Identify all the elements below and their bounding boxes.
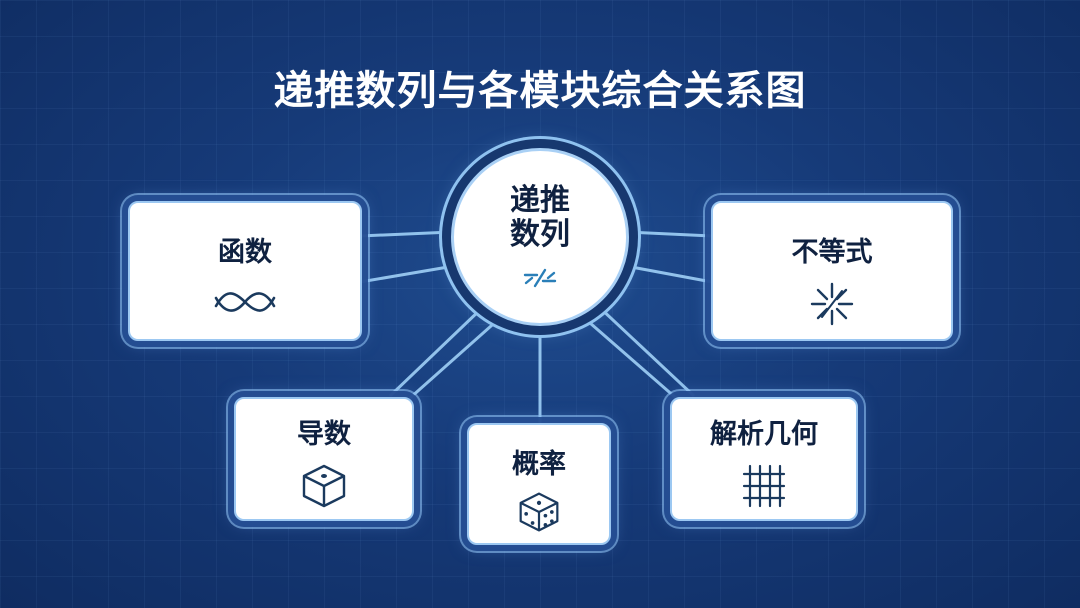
wave-icon [214, 292, 276, 312]
center-label-line2: 数列 [510, 217, 570, 252]
node-inequality: 不等式 [711, 201, 953, 341]
link-derivative-2 [409, 316, 501, 400]
node-analytic-geometry-label: 解析几何 [710, 419, 818, 450]
link-geometry-1 [581, 314, 677, 400]
center-node-recursive-sequence: 递推 数列 [451, 148, 629, 326]
link-function-1 [359, 230, 453, 238]
node-analytic-geometry: 解析几何 [670, 397, 858, 521]
not-equal-slash-icon [523, 268, 557, 288]
center-label-line1: 递推 [510, 183, 570, 218]
node-probability: 概率 [467, 423, 611, 545]
link-geometry-2 [596, 304, 696, 398]
node-probability-label: 概率 [512, 449, 566, 480]
node-inequality-label: 不等式 [791, 237, 873, 268]
grid-icon [742, 464, 786, 508]
node-function: 函数 [128, 201, 362, 341]
link-derivative-1 [388, 306, 484, 398]
burst-icon [810, 282, 854, 326]
link-inequality-1 [627, 230, 713, 238]
link-inequality-2 [625, 264, 713, 284]
cube-icon [302, 464, 346, 508]
node-function-label: 函数 [218, 237, 272, 268]
node-derivative: 导数 [234, 397, 414, 521]
dice-icon [519, 492, 559, 532]
diagram-title: 递推数列与各模块综合关系图 [273, 68, 807, 114]
link-function-2 [359, 264, 455, 284]
node-derivative-label: 导数 [297, 419, 351, 450]
